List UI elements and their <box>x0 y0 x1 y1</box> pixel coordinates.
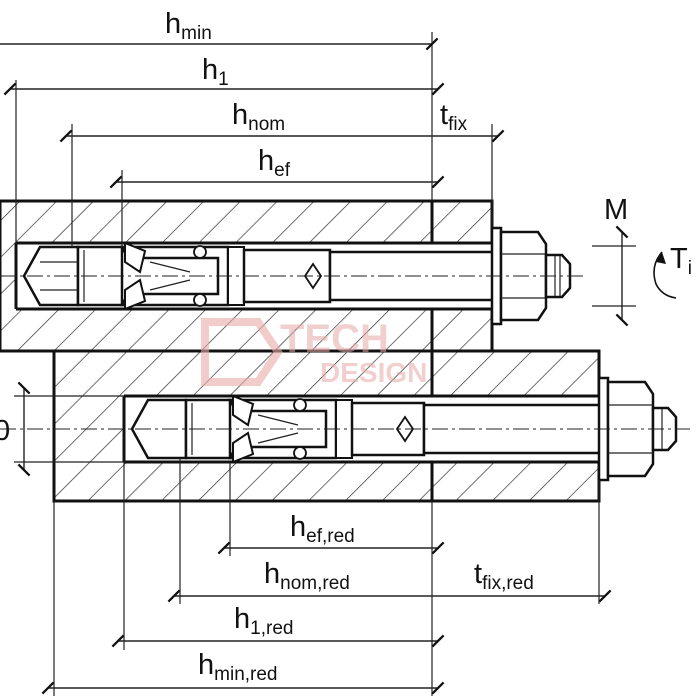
label-h-ef: hef <box>258 145 291 181</box>
label-t-fix-red: tfix,red <box>474 558 534 594</box>
thread-size-dimension <box>592 225 636 327</box>
label-h-1: h1 <box>202 54 229 90</box>
top-installation <box>0 199 585 353</box>
label-d0-partial: 0 <box>0 415 10 447</box>
top-dimensions <box>0 32 505 247</box>
label-thread-m: M <box>604 194 628 226</box>
svg-text:DESIGN: DESIGN <box>320 357 427 388</box>
bottom-installation <box>0 349 690 503</box>
bottom-dimensions <box>41 458 612 696</box>
label-h-nom-red: hnom,red <box>264 558 350 594</box>
torque-arrow <box>653 251 677 299</box>
label-h-1-red: h1,red <box>234 603 293 639</box>
label-h-nom: hnom <box>232 99 285 135</box>
watermark-logo: TECH DESIGN <box>201 317 427 388</box>
label-h-min: hmin <box>165 8 212 44</box>
label-h-ef-red: hef,red <box>290 511 355 547</box>
label-torque: Ti <box>670 243 692 279</box>
label-t-fix: tfix <box>440 99 468 135</box>
svg-text:TECH: TECH <box>280 317 389 361</box>
hole-diameter-dimension <box>14 381 124 477</box>
label-h-min-red: hmin,red <box>198 649 278 685</box>
